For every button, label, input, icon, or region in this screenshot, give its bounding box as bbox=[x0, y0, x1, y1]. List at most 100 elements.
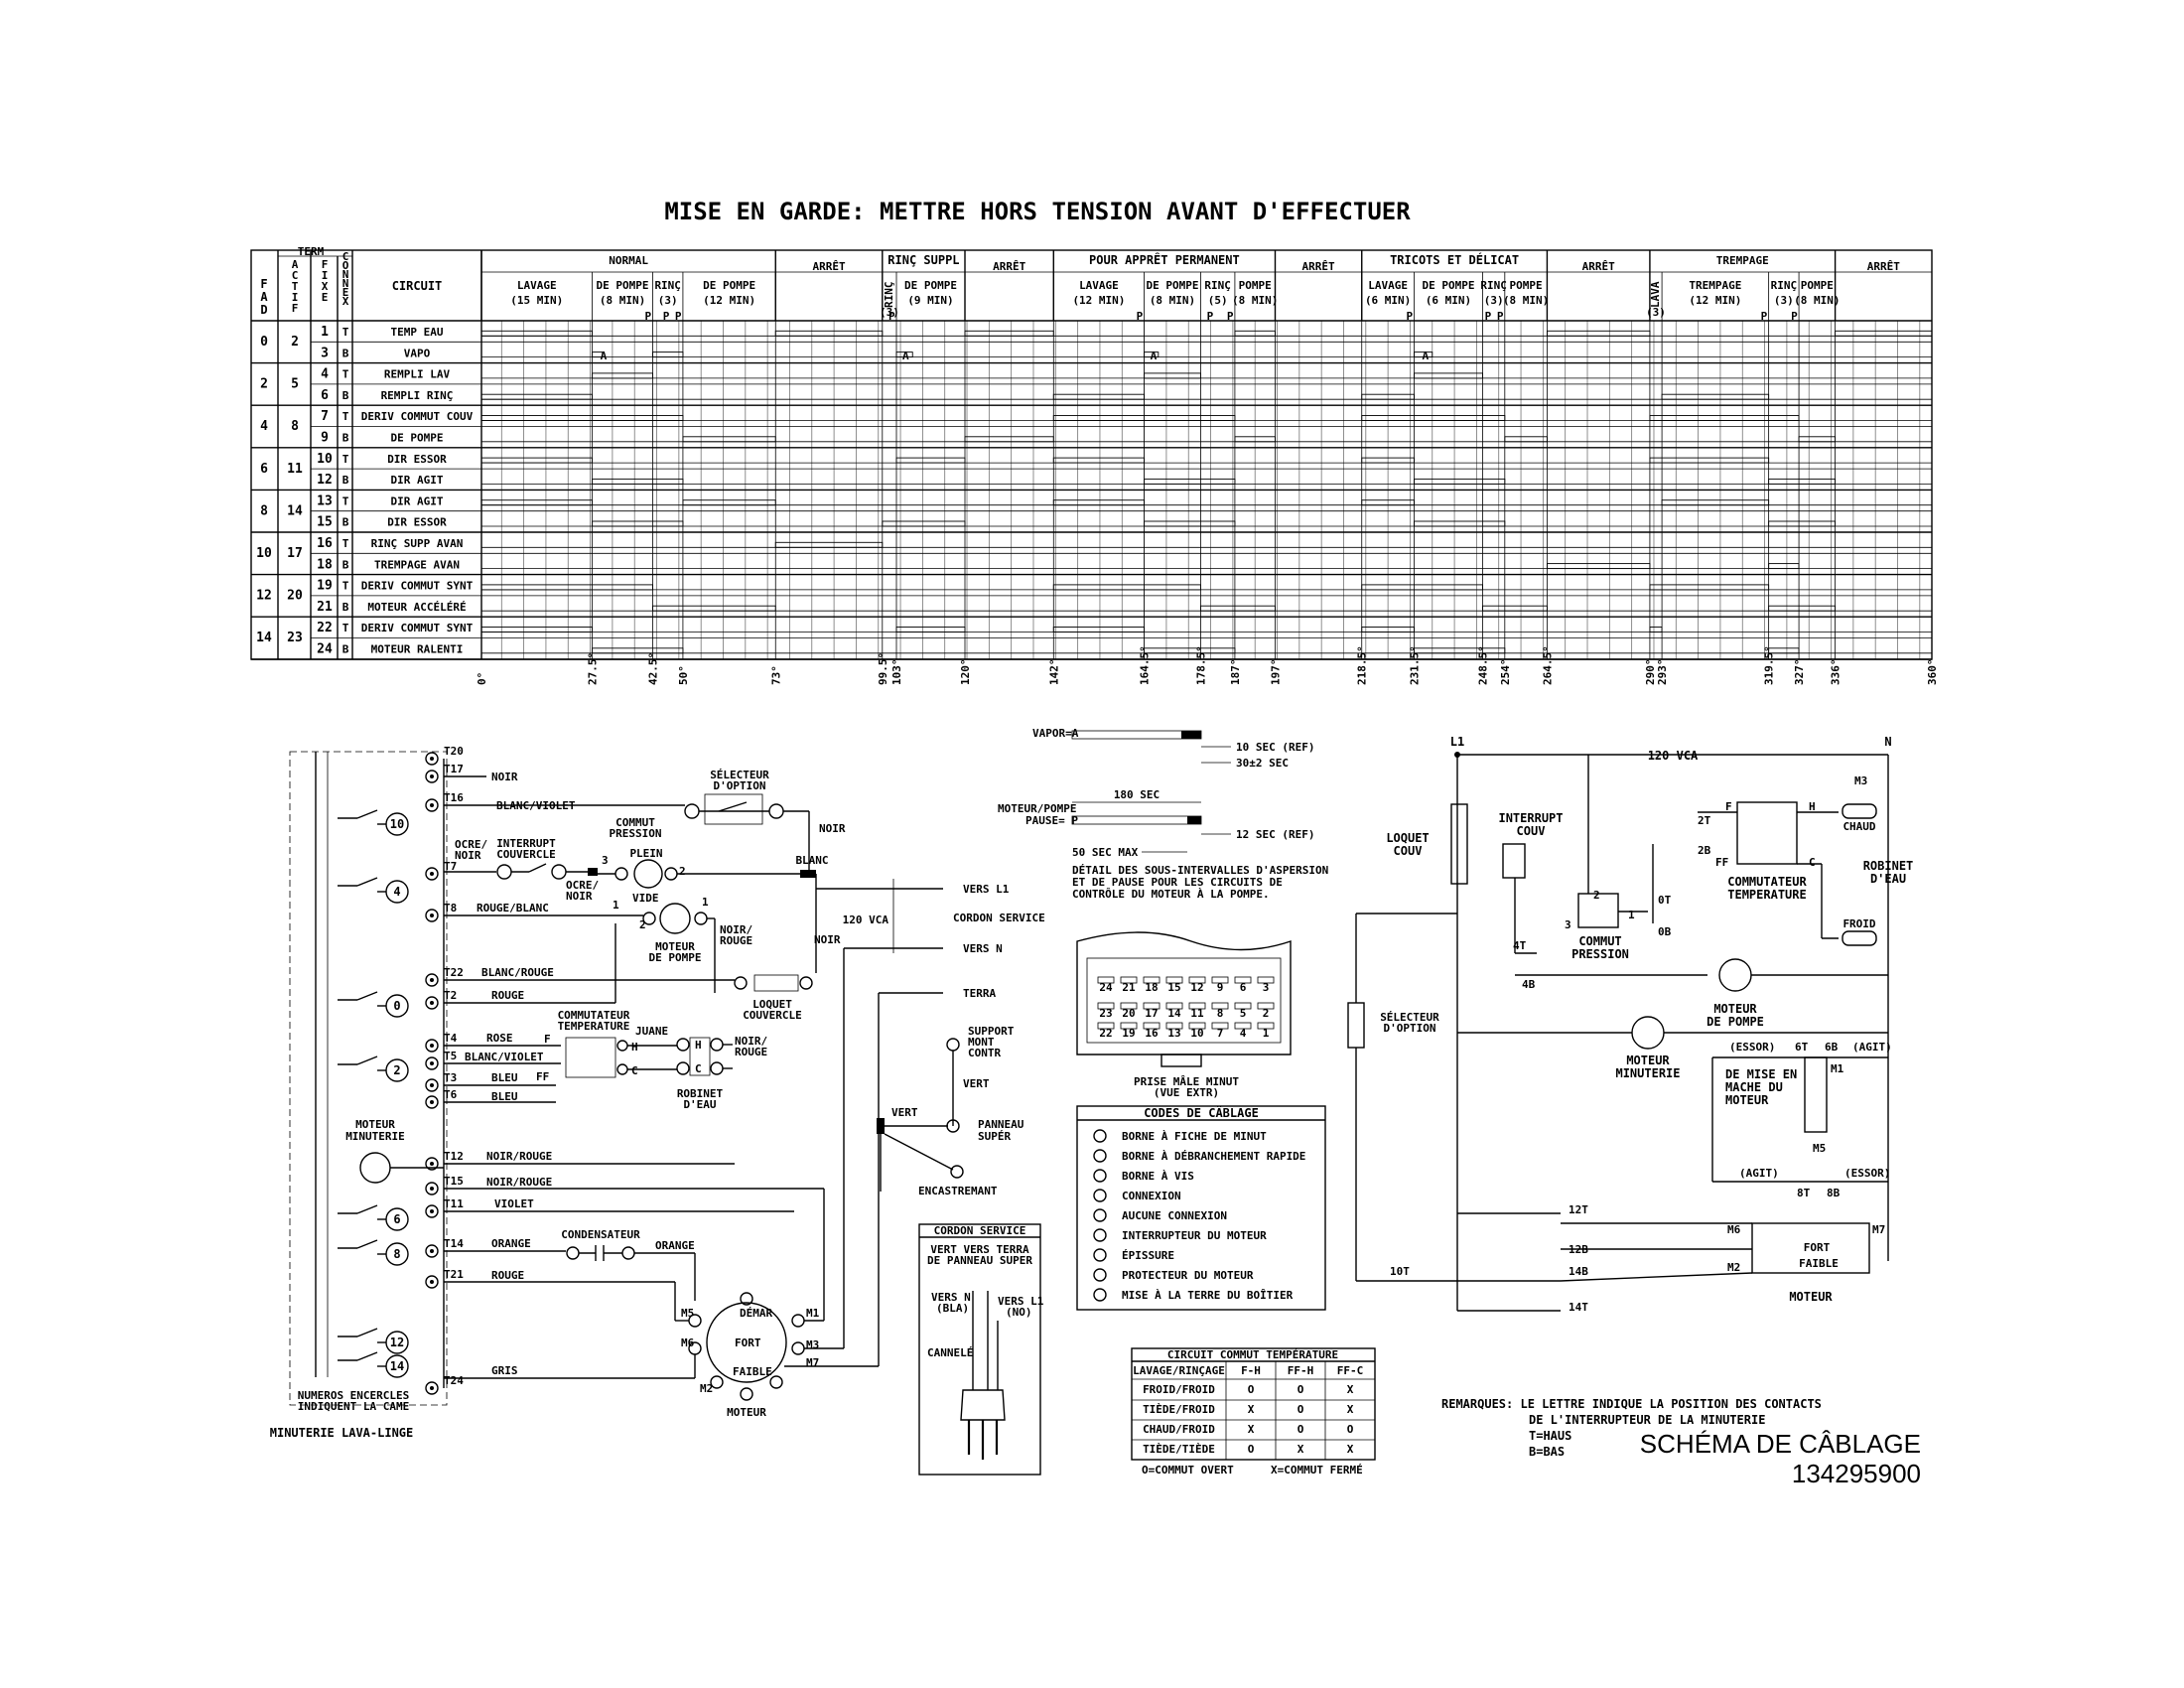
timer-bar bbox=[1052, 457, 1146, 464]
svg-text:PAUSE= P: PAUSE= P bbox=[1025, 814, 1078, 827]
group-header: ARRÊT bbox=[812, 260, 845, 273]
timer-bar bbox=[1768, 520, 1837, 527]
svg-text:VERT VERS TERRA: VERT VERS TERRA bbox=[930, 1243, 1029, 1256]
timer-bar bbox=[882, 520, 966, 527]
svg-text:(3): (3) bbox=[1774, 294, 1794, 307]
timer-bar bbox=[480, 499, 594, 506]
svg-text:COMMUTATEUR: COMMUTATEUR bbox=[1727, 875, 1807, 889]
svg-text:NOIR/: NOIR/ bbox=[720, 923, 752, 936]
svg-text:TERRA: TERRA bbox=[963, 987, 996, 1000]
terminal-label: T5 bbox=[444, 1050, 457, 1062]
timer-bar bbox=[1361, 584, 1483, 591]
legend-symbol bbox=[1093, 1228, 1107, 1242]
plug-pin bbox=[1120, 976, 1138, 984]
timer-terminal bbox=[425, 1204, 439, 1218]
svg-text:BLANC/ROUGE: BLANC/ROUGE bbox=[481, 966, 554, 979]
temp-table-cell: O bbox=[1248, 1383, 1255, 1396]
svg-text:D: D bbox=[260, 303, 267, 317]
svg-text:PLEIN: PLEIN bbox=[629, 847, 662, 860]
timer-terminal bbox=[425, 752, 439, 766]
svg-text:19: 19 bbox=[1122, 1027, 1135, 1040]
svg-text:0T: 0T bbox=[1658, 894, 1672, 907]
connex-header: C O N N E X bbox=[342, 250, 349, 308]
plug-pin bbox=[1234, 1002, 1252, 1010]
subheader: RINÇ bbox=[1204, 279, 1231, 292]
svg-text:SUPÉR: SUPÉR bbox=[978, 1130, 1011, 1143]
svg-text:(BLA): (BLA) bbox=[936, 1302, 969, 1315]
svg-text:C: C bbox=[631, 1064, 638, 1077]
svg-text:COUVERCLE: COUVERCLE bbox=[743, 1009, 802, 1022]
timer-bar bbox=[682, 436, 776, 443]
temp-table-header: LAVAGE/RINÇAGE bbox=[1133, 1364, 1225, 1377]
fixe-cell: 15 bbox=[317, 515, 333, 530]
vapor-marker: A bbox=[601, 350, 608, 362]
legend-symbol bbox=[1093, 1149, 1107, 1163]
svg-text:D'EAU: D'EAU bbox=[683, 1098, 716, 1111]
timer-bar bbox=[1144, 372, 1201, 379]
plug-pin bbox=[1211, 976, 1229, 984]
timer-bar bbox=[480, 457, 594, 464]
timer-bar bbox=[1649, 457, 1770, 464]
degree-label: 120° bbox=[959, 659, 972, 686]
degree-label: 360° bbox=[1926, 659, 1939, 686]
timer-bar bbox=[592, 478, 684, 485]
svg-text:F: F bbox=[544, 1033, 551, 1046]
svg-text:TEMPERATURE: TEMPERATURE bbox=[558, 1020, 630, 1033]
temp-table-cell: X bbox=[1248, 1403, 1255, 1416]
subheader: RINÇ bbox=[1480, 279, 1507, 292]
temp-table-cell: X bbox=[1347, 1443, 1354, 1456]
temp-table-cell: TIÈDE/FROID bbox=[1143, 1403, 1215, 1416]
svg-text:18: 18 bbox=[1145, 981, 1158, 994]
svg-text:D'EAU: D'EAU bbox=[1870, 872, 1906, 886]
circuit-cell: DERIV COMMUT COUV bbox=[361, 410, 474, 423]
svg-text:FAIBLE: FAIBLE bbox=[1799, 1257, 1839, 1270]
plug-pin bbox=[1211, 1022, 1229, 1030]
timer-terminal bbox=[425, 1095, 439, 1109]
fixe-cell: 16 bbox=[317, 536, 333, 551]
timer-terminal bbox=[425, 1244, 439, 1258]
timer-bar bbox=[480, 393, 594, 400]
fad-cell: 2 bbox=[260, 377, 268, 392]
timer-terminal bbox=[425, 798, 439, 812]
svg-text:17: 17 bbox=[1145, 1007, 1158, 1020]
temp-table-cell: X bbox=[1347, 1383, 1354, 1396]
pause-marker: P bbox=[1791, 310, 1798, 323]
svg-text:M7: M7 bbox=[1872, 1223, 1885, 1236]
connex-cell: B bbox=[342, 558, 349, 571]
pause-marker: P bbox=[1761, 310, 1768, 323]
subheader: RINÇ bbox=[1771, 279, 1798, 292]
svg-text:FF: FF bbox=[1715, 856, 1728, 869]
timer-bar bbox=[1661, 499, 1770, 506]
circuit-cell: REMPLI RINÇ bbox=[381, 389, 454, 402]
svg-text:6: 6 bbox=[393, 1212, 400, 1226]
timer-bar bbox=[1361, 415, 1506, 421]
moteur-pompe-label: MOTEUR bbox=[655, 940, 695, 953]
svg-text:MINUTERIE: MINUTERIE bbox=[1615, 1066, 1680, 1080]
subheader: DE POMPE bbox=[904, 279, 957, 292]
left-schematic: NUMEROS ENCERCLES INDIQUENT LA CAME MINU… bbox=[270, 745, 1045, 1440]
svg-text:X=COMMUT FERMÉ: X=COMMUT FERMÉ bbox=[1271, 1464, 1363, 1477]
svg-text:5: 5 bbox=[1240, 1007, 1247, 1020]
svg-text:(12 MIN): (12 MIN) bbox=[1689, 294, 1741, 307]
minuterie-label: MINUTERIE LAVA-LINGE bbox=[270, 1426, 414, 1440]
legend-symbol bbox=[1093, 1248, 1107, 1262]
svg-text:FF: FF bbox=[536, 1070, 549, 1083]
fixe-cell: 21 bbox=[317, 600, 333, 615]
svg-text:PRESSION: PRESSION bbox=[1571, 947, 1629, 961]
timer-bar bbox=[1649, 415, 1800, 421]
timer-bar bbox=[1768, 478, 1837, 485]
timer-bar bbox=[1199, 605, 1276, 612]
svg-text:MOTEUR: MOTEUR bbox=[1725, 1093, 1769, 1107]
svg-text:VAPOR=A: VAPOR=A bbox=[1032, 727, 1079, 740]
svg-text:SUPPORT: SUPPORT bbox=[968, 1025, 1015, 1038]
timer-bar bbox=[682, 499, 776, 506]
circuit-cell: MOTEUR ACCÉLÉRÉ bbox=[367, 601, 466, 614]
svg-text:FORT: FORT bbox=[735, 1336, 761, 1349]
svg-text:DÉMAR: DÉMAR bbox=[740, 1307, 772, 1320]
connex-cell: T bbox=[342, 494, 349, 507]
svg-text:(VUE EXTR): (VUE EXTR) bbox=[1154, 1086, 1219, 1099]
svg-text:FAIBLE: FAIBLE bbox=[733, 1365, 772, 1378]
timer-chart bbox=[250, 249, 1933, 660]
legend-item: ÉPISSURE bbox=[1122, 1249, 1174, 1262]
